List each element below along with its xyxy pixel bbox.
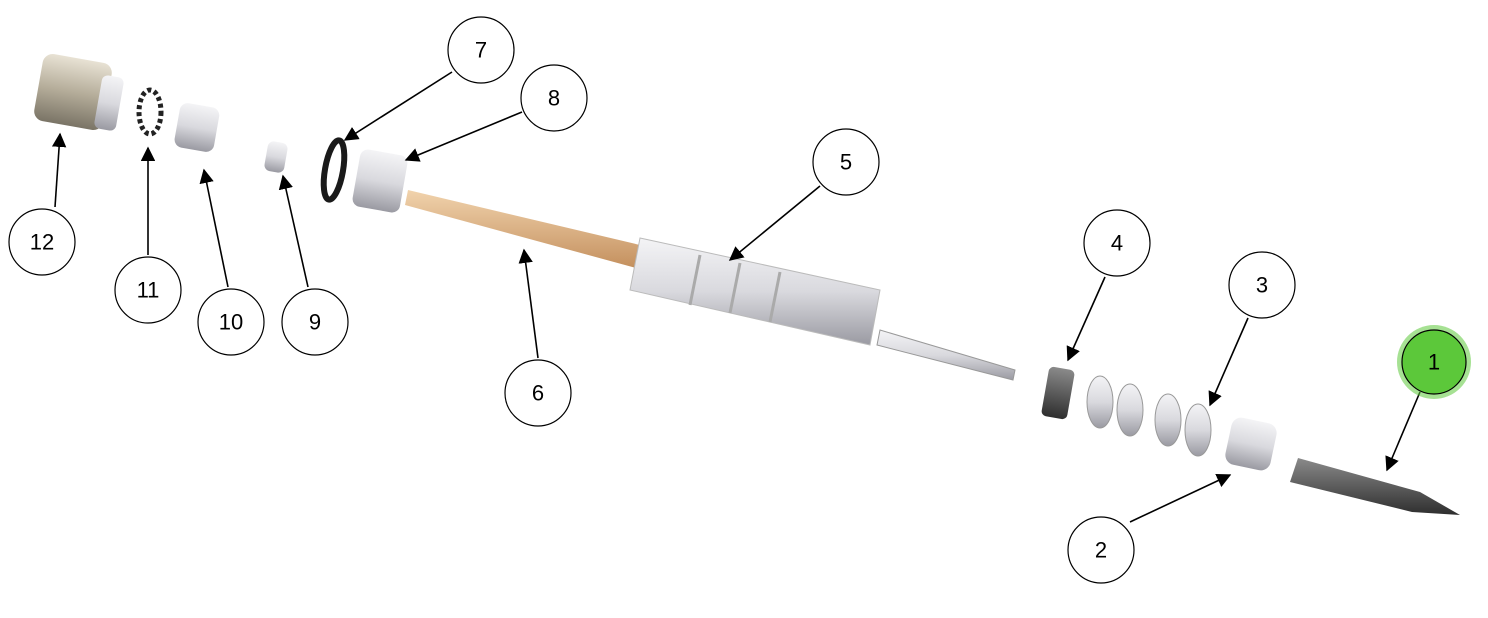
callout-8[interactable]: 8 [520,64,588,132]
part-2-sleeve [1225,417,1277,471]
callout-label: 1 [1428,350,1440,375]
callout-4[interactable]: 4 [1083,209,1151,277]
callout-6[interactable]: 6 [504,359,572,427]
callout-7[interactable]: 7 [447,16,515,84]
callout-1[interactable]: 1 [1397,325,1471,399]
arrow-10 [199,168,229,288]
callout-label: 2 [1095,538,1107,563]
arrow-1 [1385,391,1421,472]
part-11-spring [136,87,164,137]
part-7-o-ring [320,137,348,203]
callout-2[interactable]: 2 [1067,516,1135,584]
callout-5[interactable]: 5 [812,128,880,196]
callout-label: 7 [475,38,487,63]
part-8-collar [352,149,408,213]
part-10-bushing [174,103,220,152]
callout-label: 11 [137,278,160,303]
arrow-4 [1066,276,1106,362]
callout-12[interactable]: 12 [8,208,76,276]
arrow-9 [278,174,309,288]
callout-label: 4 [1111,231,1123,256]
callout-label: 5 [840,150,852,175]
arrow-3 [1208,317,1249,407]
callout-label: 6 [532,381,544,406]
part-12-cap [34,54,124,131]
callout-11[interactable]: 11 [114,256,182,324]
callout-label: 10 [219,310,243,335]
callout-label: 8 [548,86,560,111]
part-6-rod [405,190,640,268]
callout-label: 12 [30,230,54,255]
callout-3[interactable]: 3 [1228,251,1296,319]
callout-label: 9 [309,310,321,335]
callout-10[interactable]: 10 [197,288,265,356]
arrow-2 [1129,473,1232,523]
part-1-tip [1290,458,1460,515]
arrow-5 [728,185,821,261]
part-3-washers [1086,375,1212,457]
arrow-12 [51,132,67,208]
part-5-handle [629,237,1016,381]
leader-arrows [51,71,1421,523]
part-4-nut [1041,366,1075,420]
arrow-6 [518,248,539,359]
part-9-ring [264,141,288,173]
arrow-8 [404,111,523,162]
callout-9[interactable]: 9 [281,288,349,356]
arrow-7 [343,71,453,141]
callout-label: 3 [1256,273,1268,298]
